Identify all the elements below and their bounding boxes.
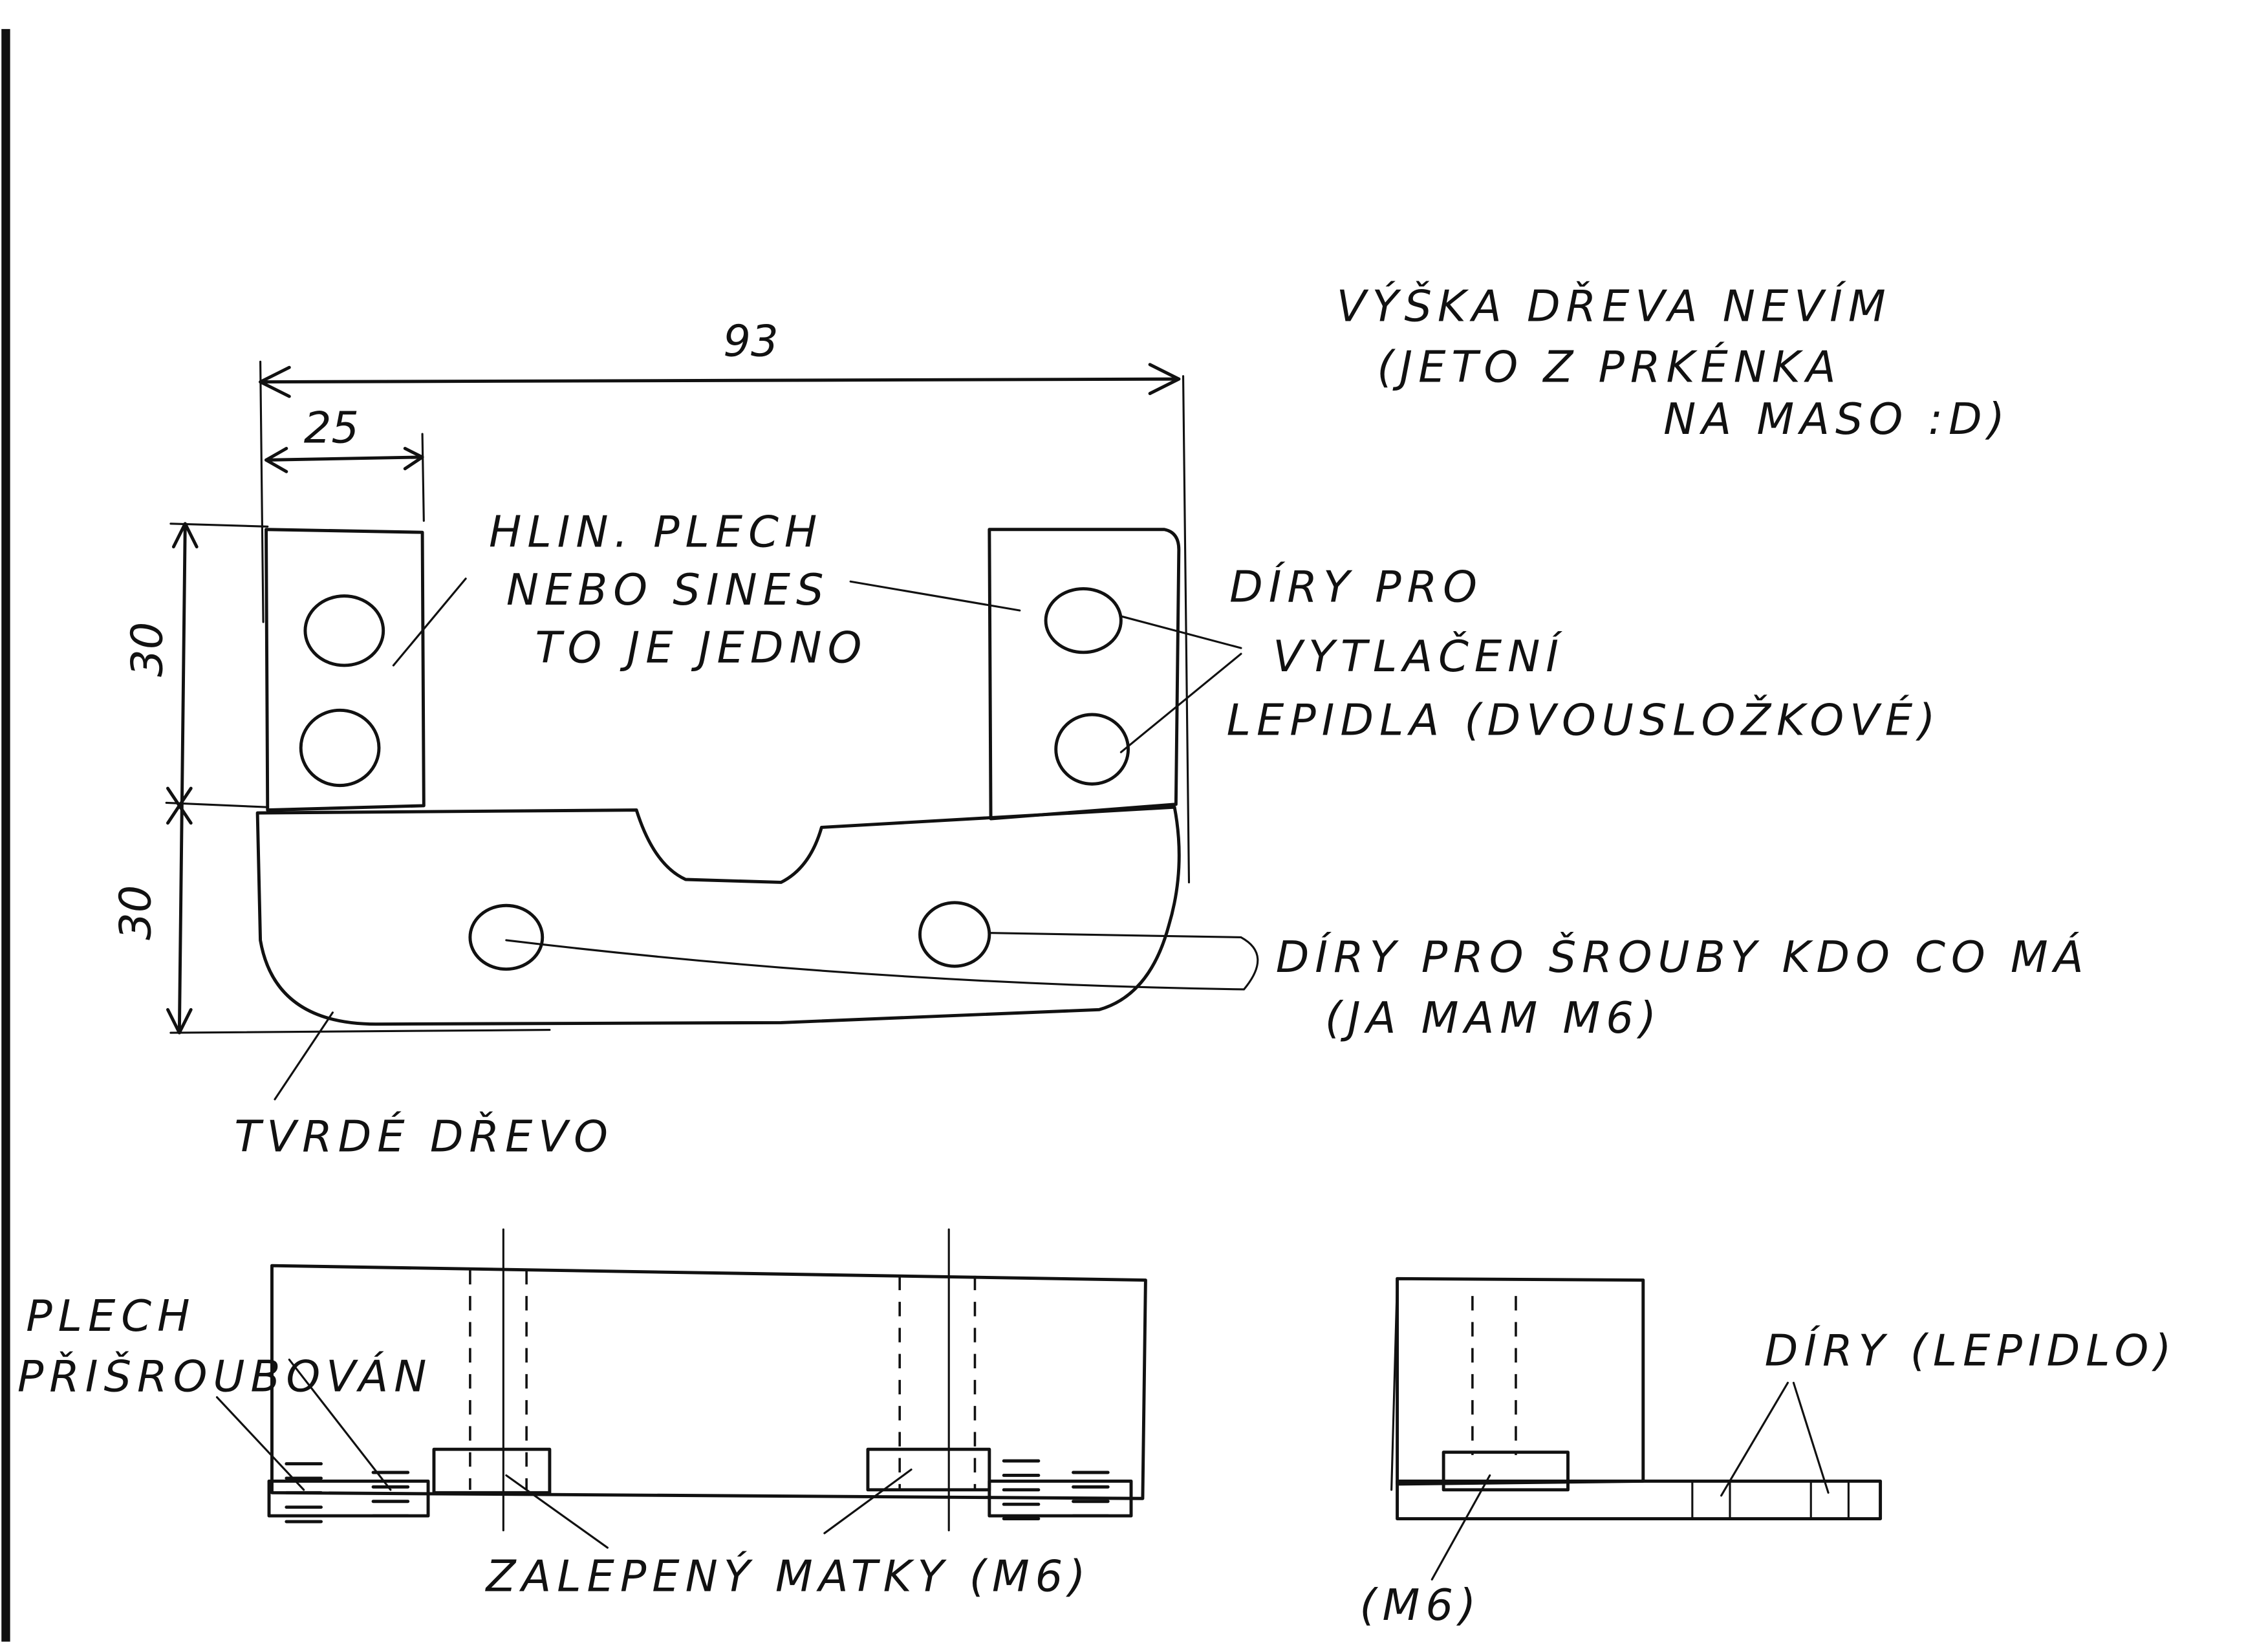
dim-lower-height: 30: [111, 885, 161, 940]
label-hard-wood: TVRDÉ DŘEVO: [234, 1110, 614, 1161]
screw: [285, 1459, 1110, 1524]
note-line1: VÝŠKA DŘEVA NEVÍM: [1337, 281, 1892, 332]
label-screw-holes-line1: DÍRY PRO ŠROUBY KDO CO MÁ: [1276, 931, 2090, 982]
label-sheet-screwed-line1: PLECH: [26, 1291, 195, 1341]
detail-view: DÍRY (LEPIDLO) (M6): [1359, 1277, 2177, 1630]
sheet-strip: [1396, 1479, 1883, 1521]
label-sheet-line2: NEBO SINES: [506, 565, 830, 615]
glue-hole: [1054, 713, 1130, 786]
right-plate: [988, 528, 1181, 821]
left-plate: [265, 528, 426, 812]
nut: [432, 1447, 552, 1494]
nut: [1442, 1450, 1570, 1492]
glue-hole: [299, 708, 381, 788]
hard-wood-base: [255, 805, 1181, 1026]
label-glued-nuts: ZALEPENÝ MATKY (M6): [485, 1550, 1092, 1601]
label-sheet-line3: TO JE JEDNO: [535, 623, 868, 673]
label-screw-holes-line2: (JA MAM M6): [1325, 993, 1662, 1043]
nut: [866, 1447, 991, 1492]
note-line2: (JETO Z PRKÉNKA: [1377, 341, 1841, 393]
label-sheet-screwed-line2: PŘIŠROUBOVÁN: [17, 1351, 433, 1402]
leader-lines: [274, 577, 1259, 1101]
label-glue-holes-line3: LEPIDLA (DVOUSLOŽKOVÉ): [1227, 694, 1941, 745]
dim-side-width: 25: [304, 403, 359, 453]
dim-upper-height: 30: [122, 622, 173, 677]
glue-hole: [1044, 587, 1123, 654]
screw-hole: [468, 903, 545, 971]
label-glue-holes-line2: VYTLAČENÍ: [1273, 630, 1564, 682]
label-sheet-line1: HLIN. PLECH: [489, 507, 823, 557]
label-holes-glue: DÍRY (LEPIDLO): [1765, 1324, 2177, 1375]
sheet-strip: [267, 1479, 430, 1518]
side-view: PLECH PŘIŠROUBOVÁN ZALEPENÝ MATKY (M6): [17, 1228, 1147, 1601]
sheet-strip: [988, 1479, 1133, 1518]
top-view: 93 25 30 30 HLIN. PLECH NEBO SINES TO JE…: [111, 281, 2090, 1162]
screw-hole: [918, 901, 991, 968]
dim-total-width: 93: [723, 316, 778, 366]
glue-hole: [303, 594, 385, 667]
dimension-lines: [165, 360, 1191, 1035]
note-line3: NA MASO :D): [1663, 394, 2011, 444]
label-glue-holes-line1: DÍRY PRO: [1229, 561, 1483, 612]
label-nut-size: (M6): [1359, 1580, 1482, 1630]
